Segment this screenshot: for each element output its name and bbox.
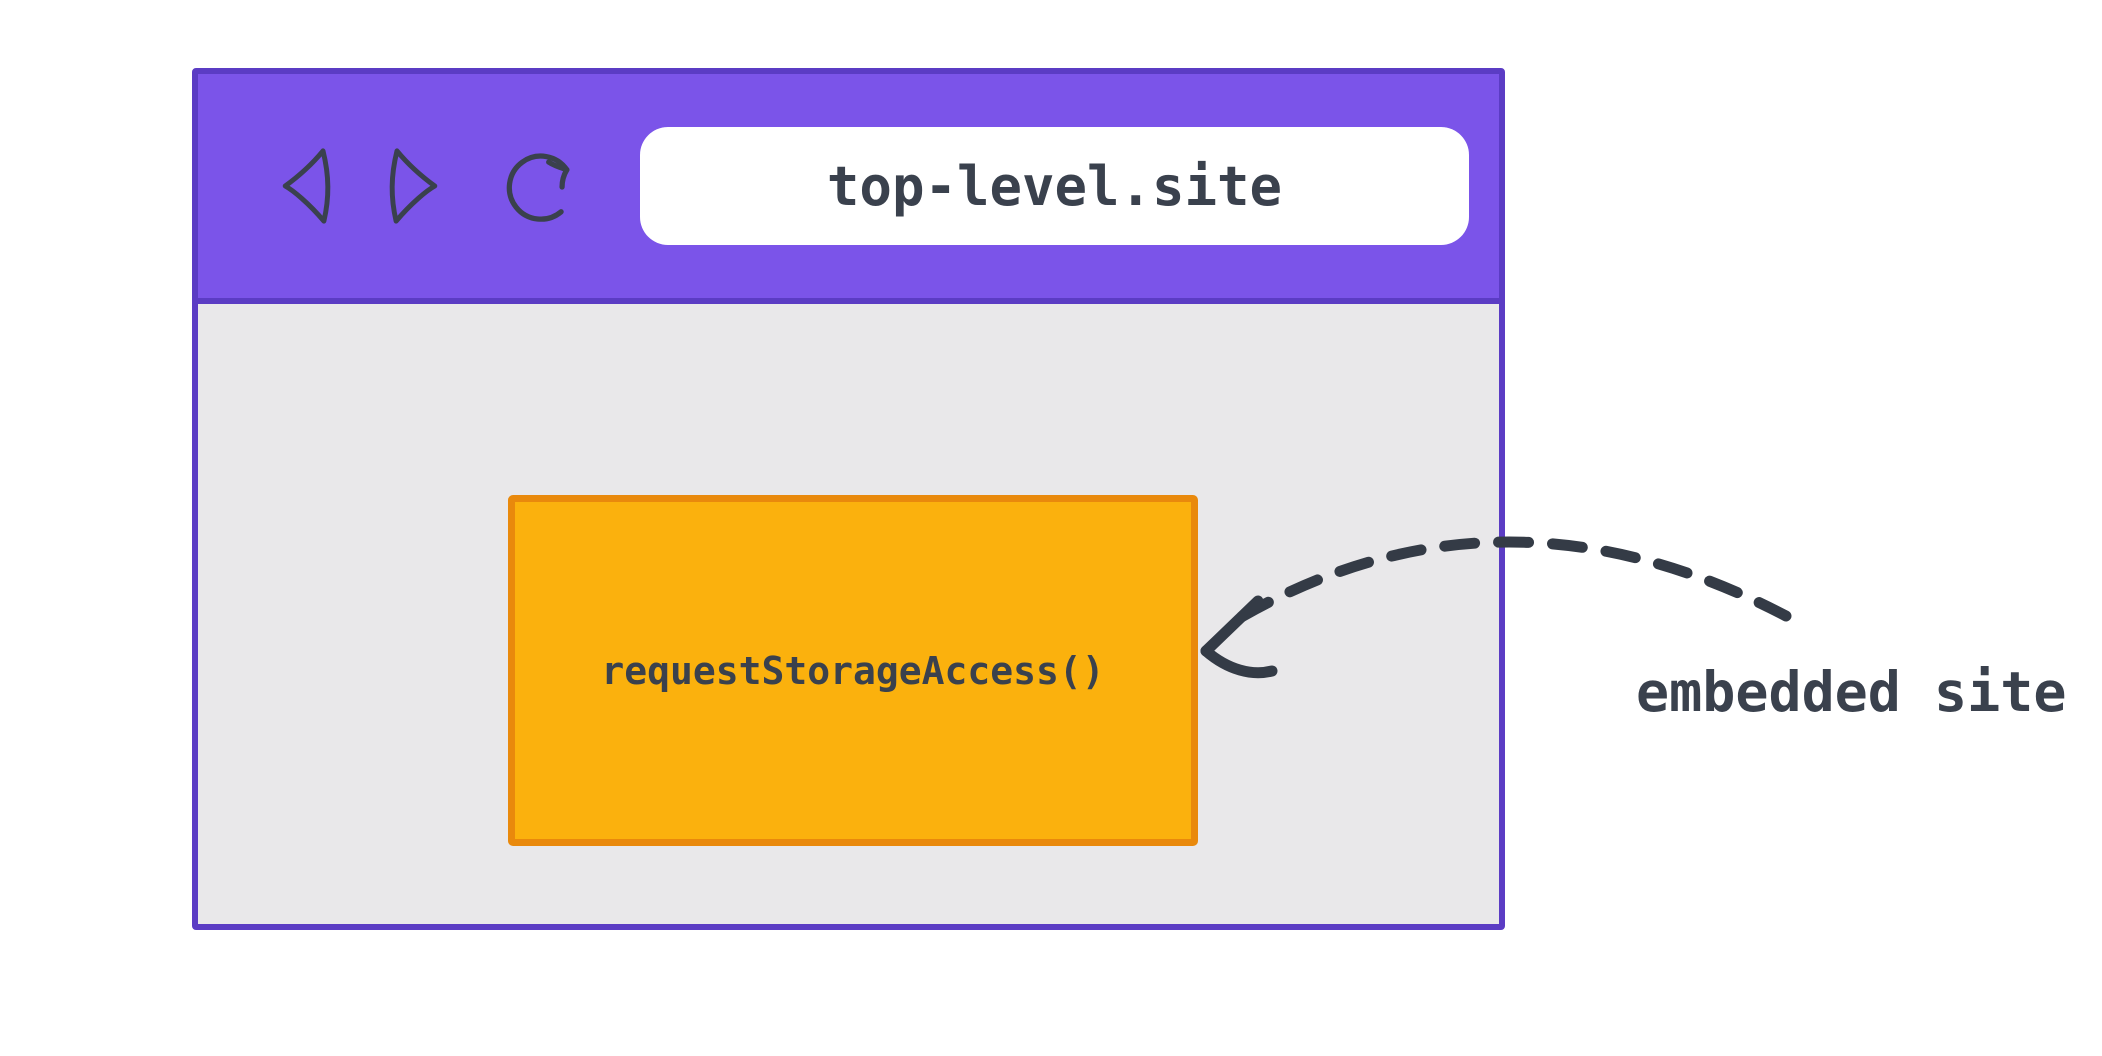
annotation-label: embedded site [1636,660,2067,724]
embedded-iframe-label: requestStorageAccess() [601,648,1105,693]
address-bar-url: top-level.site [826,154,1283,218]
browser-titlebar: top-level.site [198,74,1499,304]
address-bar[interactable]: top-level.site [640,127,1469,245]
forward-icon [388,148,442,230]
nav-icons [278,143,586,229]
back-icon [278,148,332,230]
back-button[interactable] [278,145,332,227]
reload-icon [498,153,586,232]
browser-viewport: requestStorageAccess() [198,304,1499,924]
embedded-iframe-box[interactable]: requestStorageAccess() [508,495,1198,846]
reload-button[interactable] [498,143,586,229]
browser-window: top-level.site requestStorageAccess() [192,68,1505,930]
forward-button[interactable] [388,145,442,227]
